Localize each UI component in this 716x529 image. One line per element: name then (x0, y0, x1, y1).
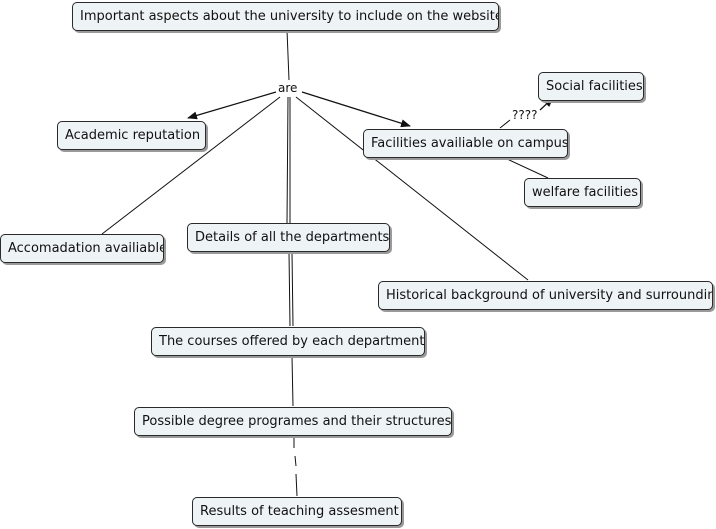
facilities-campus-label: Facilities availiable on campus (371, 136, 568, 151)
connector-facilities-to-welfare (504, 157, 549, 179)
concept-welfare-facilities[interactable]: welfare facilities (524, 178, 641, 207)
connector-root-to-are (286, 29, 290, 81)
courses-offered-label: The courses offered by each department (159, 334, 425, 349)
concept-facilities-campus[interactable]: Facilities availiable on campus (363, 129, 568, 158)
academic-reputation-label: Academic reputation (65, 128, 201, 143)
connector-degrees-to-results-b (294, 455, 297, 467)
concept-degree-programmes[interactable]: Possible degree programes and their stru… (134, 407, 452, 436)
social-facilities-label: Social facilities (546, 79, 643, 94)
concept-teaching-assessment[interactable]: Results of teaching assesment (192, 497, 402, 526)
concept-courses-offered[interactable]: The courses offered by each department (151, 327, 425, 356)
connector-departments-to-courses (288, 251, 291, 327)
concept-accommodation[interactable]: Accomadation availiable (0, 234, 164, 263)
concept-social-facilities[interactable]: Social facilities (538, 72, 644, 101)
connector-are-to-historical (295, 96, 529, 281)
degree-programmes-label: Possible degree programes and their stru… (142, 414, 452, 429)
connector-degrees-to-results-c (295, 473, 298, 497)
linking-phrase-unknown[interactable]: ???? (511, 108, 539, 122)
welfare-facilities-label: welfare facilities (532, 185, 638, 200)
connector-departments-to-courses-2 (291, 251, 294, 327)
departments-label: Details of all the departments (195, 230, 390, 245)
concept-historical-background[interactable]: Historical background of university and … (378, 281, 713, 310)
root-concept-label: Important aspects about the university t… (80, 9, 499, 24)
connector-facilities-to-unknown (499, 119, 511, 129)
connector-are-to-accommodation (101, 96, 281, 235)
teaching-assessment-label: Results of teaching assesment (200, 504, 399, 519)
historical-background-label: Historical background of university and … (386, 288, 713, 303)
connector-are-to-departments (286, 96, 289, 224)
connector-courses-to-degrees (291, 355, 294, 407)
concept-academic-reputation[interactable]: Academic reputation (57, 121, 206, 150)
accommodation-label: Accomadation availiable (8, 241, 164, 256)
connector-are-to-facilities (301, 91, 411, 128)
root-concept[interactable]: Important aspects about the university t… (72, 2, 499, 31)
linking-phrase-are[interactable]: are (277, 81, 299, 95)
connector-are-to-academic (187, 91, 277, 120)
concept-departments[interactable]: Details of all the departments (187, 223, 390, 252)
